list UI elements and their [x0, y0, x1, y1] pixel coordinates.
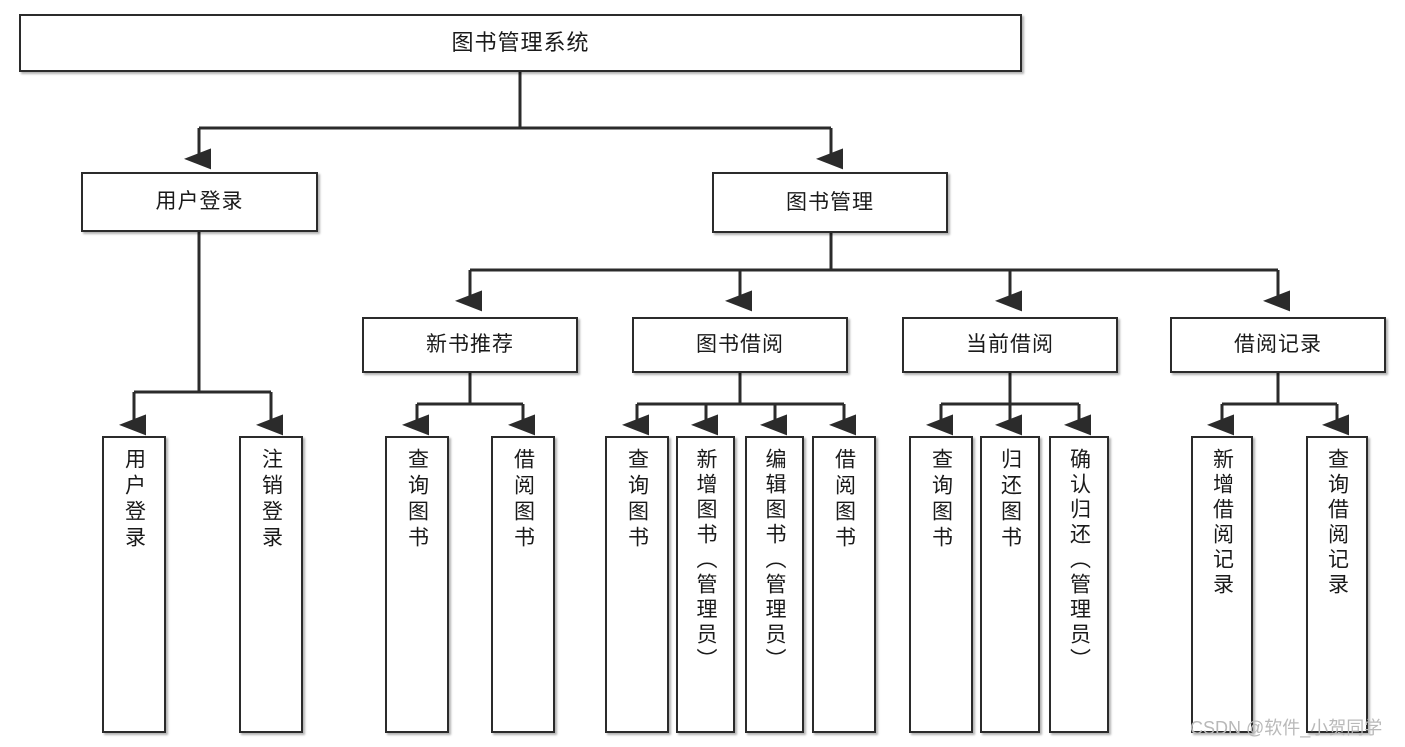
leaf-borrow-book[interactable]: 借阅图书 [812, 436, 876, 733]
leaf-query-borrow-record[interactable]: 查询借阅记录 [1306, 436, 1368, 733]
leaf-query-book-current[interactable]: 查询图书 [909, 436, 973, 733]
node-label: 借阅记录 [1234, 333, 1322, 357]
node-label: 新书推荐 [426, 333, 514, 357]
node-label: 注销登录 [259, 448, 283, 552]
csdn-watermark: CSDN @软件_小贺同学 [1190, 718, 1383, 738]
leaf-add-borrow-record[interactable]: 新增借阅记录 [1191, 436, 1253, 733]
leaf-user-login[interactable]: 用户登录 [102, 436, 166, 733]
node-label: 借阅图书 [832, 448, 856, 552]
leaf-confirm-return-admin[interactable]: 确认归还（管理员） [1049, 436, 1109, 733]
node-label: 借阅图书 [511, 448, 535, 552]
node-label: 查询图书 [625, 448, 649, 552]
node-label: 图书借阅 [696, 333, 784, 357]
leaf-edit-book-admin[interactable]: 编辑图书（管理员） [745, 436, 804, 733]
node-label: 图书管理 [786, 190, 874, 214]
node-label: 编辑图书（管理员） [763, 448, 786, 673]
node-label: 确认归还（管理员） [1067, 448, 1091, 673]
leaf-logout[interactable]: 注销登录 [239, 436, 303, 733]
node-label: 查询借阅记录 [1325, 448, 1349, 598]
leaf-query-book-borrow[interactable]: 查询图书 [605, 436, 669, 733]
node-label: 新增借阅记录 [1210, 448, 1234, 598]
leaf-query-book-recommend[interactable]: 查询图书 [385, 436, 449, 733]
node-new-book-recommend[interactable]: 新书推荐 [362, 317, 578, 373]
node-label: 当前借阅 [966, 333, 1054, 357]
node-borrow-records[interactable]: 借阅记录 [1170, 317, 1386, 373]
node-current-borrow[interactable]: 当前借阅 [902, 317, 1118, 373]
node-label: 新增图书（管理员） [694, 448, 717, 673]
leaf-add-book-admin[interactable]: 新增图书（管理员） [676, 436, 735, 733]
node-book-borrow[interactable]: 图书借阅 [632, 317, 848, 373]
leaf-return-book[interactable]: 归还图书 [980, 436, 1040, 733]
node-label: 查询图书 [929, 448, 953, 552]
node-label: 归还图书 [998, 448, 1022, 552]
node-root-book-management-system[interactable]: 图书管理系统 [19, 14, 1022, 72]
node-label: 用户登录 [122, 448, 146, 552]
node-label: 用户登录 [155, 190, 244, 214]
node-user-login[interactable]: 用户登录 [81, 172, 318, 232]
node-label: 图书管理系统 [451, 29, 590, 55]
leaf-borrow-book-recommend[interactable]: 借阅图书 [491, 436, 555, 733]
node-book-management[interactable]: 图书管理 [712, 172, 948, 233]
node-label: 查询图书 [405, 448, 429, 552]
